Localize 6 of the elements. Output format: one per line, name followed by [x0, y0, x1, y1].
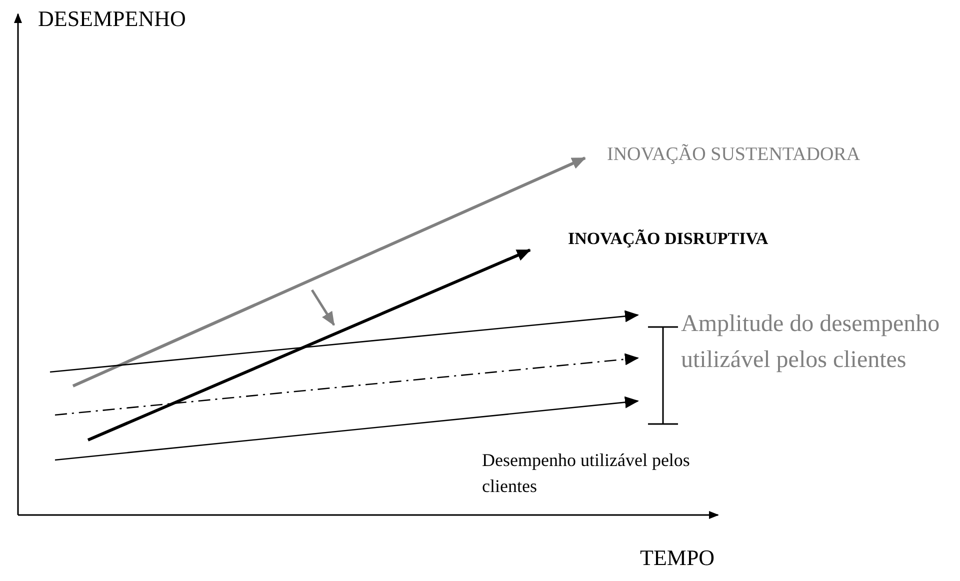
axis-label: TEMPO	[640, 545, 715, 572]
line-label: INOVAÇÃO SUSTENTADORA	[607, 144, 860, 167]
line-label: INOVAÇÃO DISRUPTIVA	[568, 229, 768, 250]
bracket-label: Amplitude do desempenho utilizável pelos clientes	[681, 310, 941, 375]
line-label: Desempenho utilizável pelos clientes	[482, 449, 691, 498]
axis-label: DESEMPENHO	[38, 6, 186, 32]
